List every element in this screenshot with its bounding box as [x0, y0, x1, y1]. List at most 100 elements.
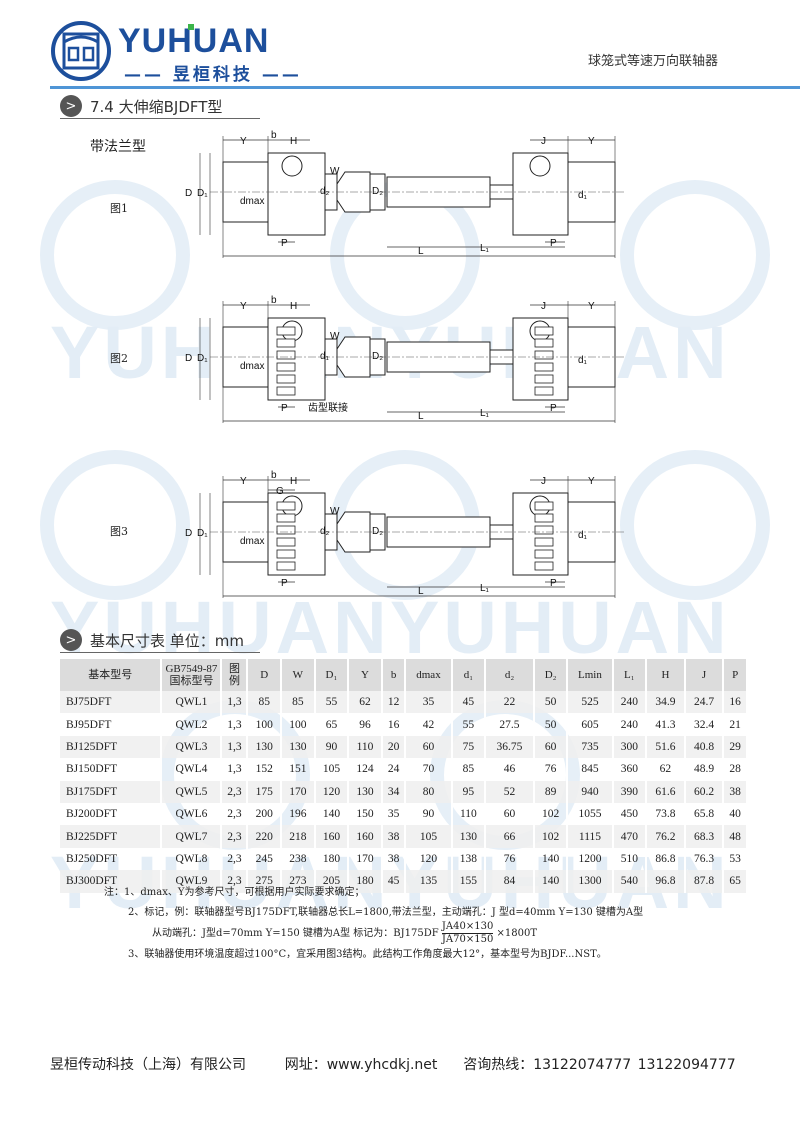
table-cell: 60	[533, 735, 569, 759]
label-b: b	[271, 295, 277, 306]
gear-tooth	[534, 549, 554, 559]
table-cell: 180	[348, 870, 383, 893]
watermark-text: YUHUAN	[50, 586, 391, 669]
figure-subtitle: 带法兰型	[90, 139, 146, 155]
watermark-logo	[620, 450, 770, 600]
table-cell: 38	[723, 780, 748, 803]
table-cell: 540	[612, 870, 648, 893]
table-cell: 1,3	[221, 713, 249, 736]
table-cell: 65	[314, 713, 350, 736]
table-cell: 273	[281, 870, 316, 893]
figure-1-label: 图1	[110, 202, 128, 215]
table-cell: 87.8	[684, 870, 725, 893]
table-cell: 2,3	[221, 870, 249, 893]
table-cell: 130	[281, 735, 316, 759]
table-cell: 470	[612, 825, 648, 848]
ball-cage	[529, 155, 551, 177]
table-cell: 200	[247, 802, 283, 826]
gear-tooth	[276, 362, 296, 372]
column-header: GB7549-87 国标型号	[161, 659, 223, 691]
table-cell: 1300	[567, 870, 614, 893]
label-b: b	[271, 470, 277, 481]
table-cell: 46	[485, 758, 535, 781]
label-y: Y	[240, 136, 247, 147]
table-cell: 105	[405, 825, 453, 848]
notes: 注：1、dmax、Y为参考尺寸，可根据用户实际要求确定； 2、标记，例：联轴器型…	[104, 884, 724, 963]
table-cell: 90	[314, 735, 350, 759]
label-dmax: dmax	[240, 361, 264, 372]
gear-tooth	[534, 561, 554, 571]
table-cell: 35	[405, 691, 453, 714]
table-cell: 16	[723, 691, 748, 714]
table-cell: 34	[381, 780, 407, 803]
gear-tooth	[276, 549, 296, 559]
table-cell: 100	[247, 713, 283, 736]
table-cell: BJ175DFT	[60, 780, 163, 803]
column-header: D₂	[533, 659, 569, 691]
brand-name-cn: —— 昱桓科技 ——	[124, 65, 302, 85]
label-p: P	[281, 403, 288, 414]
label-d1-right: d₁	[578, 190, 588, 201]
column-header: d₂	[485, 659, 535, 691]
table-cell: 55	[451, 713, 487, 736]
table-cell: 32.4	[684, 713, 725, 736]
figure-2-label: 图2	[110, 352, 128, 365]
table-cell: 135	[405, 870, 453, 893]
logo-dot	[188, 24, 194, 30]
label-d1: D₁	[197, 528, 208, 539]
table-cell: 1,3	[221, 758, 249, 781]
table-cell: 96	[348, 713, 383, 736]
gear-tooth	[276, 561, 296, 571]
table-cell: 605	[567, 713, 614, 736]
table-cell: 138	[451, 847, 487, 871]
label-d: D	[185, 353, 192, 364]
label-j: J	[541, 136, 546, 147]
section-heading: > 基本尺寸表 单位：mm	[60, 629, 244, 651]
column-header: 基本型号	[60, 659, 163, 691]
table-cell: QWL7	[161, 825, 223, 848]
table-cell: 90	[405, 802, 453, 826]
footer-hotline: 咨询热线：13122074777 13122094777	[463, 1057, 736, 1073]
note-1: 注：1、dmax、Y为参考尺寸，可根据用户实际要求确定；	[104, 887, 365, 898]
company-logo-icon	[51, 21, 111, 81]
label-l1: L₁	[480, 243, 490, 254]
chevron-right-icon: >	[60, 95, 82, 117]
table-cell: 196	[281, 802, 316, 826]
note-2-continued: 从动端孔：J型d=70mm Y=150 键槽为A型 标记为：BJ175DF JA…	[104, 921, 724, 946]
table-cell: BJ250DFT	[60, 847, 163, 871]
table-cell: 220	[247, 825, 283, 848]
table-cell: 76.3	[684, 847, 725, 871]
table-cell: 16	[381, 713, 407, 736]
table-cell: 76	[533, 758, 569, 781]
table-cell: 35	[381, 802, 407, 826]
table-cell: QWL6	[161, 802, 223, 826]
table-cell: 52	[485, 780, 535, 803]
label-l: L	[418, 411, 424, 422]
chevron-right-icon: >	[60, 629, 82, 651]
table-cell: 110	[348, 735, 383, 759]
label-dmax: dmax	[240, 536, 264, 547]
column-header: J	[684, 659, 725, 691]
gear-tooth	[534, 386, 554, 396]
section-underline	[60, 118, 260, 119]
table-cell: 2,3	[221, 802, 249, 826]
table-cell: 2,3	[221, 847, 249, 871]
label-gear-coupling: 齿型联接	[308, 401, 348, 414]
table-cell: 76.2	[646, 825, 686, 848]
gear-tooth	[276, 350, 296, 360]
table-cell: QWL5	[161, 780, 223, 803]
table-cell: 40	[723, 802, 748, 826]
label-b: b	[271, 130, 277, 141]
table-cell: 240	[612, 713, 648, 736]
table-cell: 22	[485, 691, 535, 714]
gear-tooth	[534, 537, 554, 547]
column-header: 图 例	[221, 659, 249, 691]
gear-tooth	[276, 537, 296, 547]
label-d2: d₂	[320, 526, 330, 537]
